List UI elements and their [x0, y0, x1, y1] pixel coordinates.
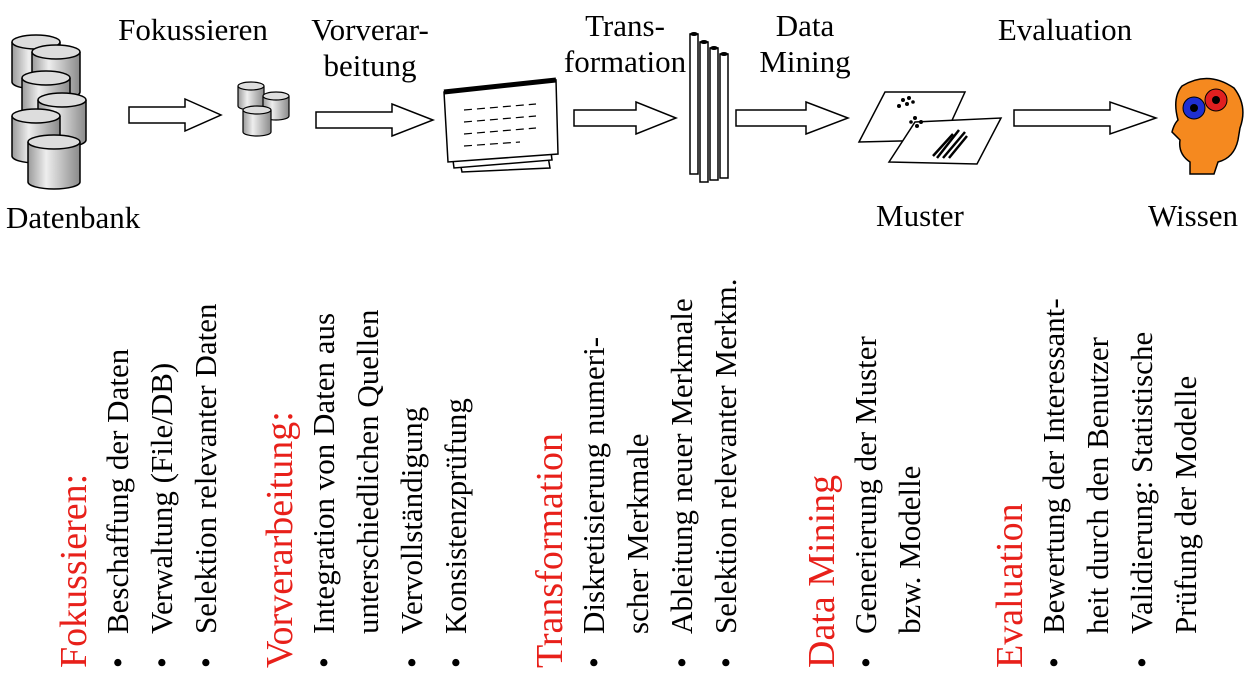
bullet-text: Ableitung neuer Merkmale: [664, 298, 699, 634]
bullet-icon: •: [306, 657, 341, 668]
bullet-icon: •: [144, 657, 179, 668]
bullet-icon: •: [100, 657, 135, 668]
step-label-vorverarbeitung: Vorverar-beitung: [311, 12, 429, 83]
detail-column-1: Vorverarbeitung: • Integration von Daten a…: [258, 248, 473, 668]
pattern-icon: [857, 91, 1003, 165]
blue-gear-icon: [1182, 96, 1206, 120]
detail-heading: Evaluation: [989, 503, 1031, 668]
step-label-evaluation: Evaluation: [997, 12, 1133, 47]
bullet-icon: •: [188, 657, 223, 668]
bullet-icon: •: [1036, 657, 1071, 668]
bullet-icon: •: [438, 657, 473, 668]
bullet-text: Generierung der Muster: [848, 336, 883, 634]
bullet-text: Vervollständigung: [394, 406, 429, 634]
bullet-text: Selektion relevanter Daten: [188, 303, 223, 634]
detail-heading: Fokussieren:: [53, 473, 95, 668]
bullet-item: • Generierung der Muster: [844, 336, 888, 668]
bullet-item: • Selektion relevanter Daten: [184, 303, 228, 668]
bullet-continuation: scher Merkmale: [616, 278, 660, 668]
bullet-text: heit durch den Benutzer: [1080, 337, 1115, 634]
detail-heading: Vorverarbeitung:: [259, 411, 301, 668]
bullet-item: • Vervollständigung: [390, 309, 434, 668]
detail-text-block: Vorverarbeitung: • Integration von Daten a…: [258, 309, 478, 668]
arrow-icon: [128, 97, 223, 133]
arrow-icon: [573, 100, 679, 136]
bullet-item: • Bewertung der Interessant-: [1032, 298, 1076, 668]
bullet-icon: •: [708, 657, 743, 668]
red-gear-icon: [1204, 88, 1228, 112]
arrow-icon: [315, 102, 436, 138]
bullet-icon: •: [664, 657, 699, 668]
bullet-text: Konsistenzprüfung: [438, 398, 473, 634]
detail-column-4: Evaluation • Bewertung der Interessant-hei…: [988, 248, 1203, 668]
bullet-text: Integration von Daten aus: [306, 312, 341, 634]
bullet-continuation: Prüfung der Modelle: [1164, 298, 1208, 668]
bullet-icon: •: [576, 657, 611, 668]
bullet-item: • Validierung: Statistische: [1120, 298, 1164, 668]
bullet-text: Bewertung der Interessant-: [1036, 298, 1071, 634]
bullet-text: Validierung: Statistische: [1124, 331, 1159, 634]
detail-column-0: Fokussieren: • Beschaffung der Daten • Verwa…: [52, 248, 223, 668]
detail-heading: Data Mining: [801, 474, 843, 668]
detail-column-2: Transformation • Diskretisierung numeri-sc…: [528, 248, 743, 668]
node-label-muster: Muster: [876, 198, 964, 233]
bullet-item: • Diskretisierung numeri-: [572, 278, 616, 668]
detail-column-3: Data Mining • Generierung der Muster bzw. M…: [800, 248, 927, 668]
bullet-text: bzw. Modelle: [892, 465, 927, 634]
bullet-icon: •: [1124, 657, 1159, 668]
bullet-text: Diskretisierung numeri-: [576, 336, 611, 634]
arrow-icon: [735, 100, 851, 136]
bullet-item: • Konsistenzprüfung: [434, 309, 478, 668]
arrow-icon: [1013, 100, 1159, 136]
bullet-continuation: bzw. Modelle: [888, 336, 932, 668]
transformation-columns-icon: [689, 32, 729, 183]
bullet-icon: •: [848, 657, 883, 668]
step-label-transformation: Trans-formation: [563, 8, 687, 79]
bullet-continuation: heit durch den Benutzer: [1076, 298, 1120, 668]
bullet-text: Selektion relevanter Merkm.: [708, 278, 743, 634]
bullet-text: unterschiedlichen Quellen: [350, 309, 385, 634]
bullet-icon: •: [394, 657, 429, 668]
small-database-icon: [237, 81, 290, 137]
bullet-text: Verwaltung (File/DB): [144, 362, 179, 634]
bullet-text: scher Merkmale: [620, 433, 655, 634]
head-icon: [1171, 77, 1244, 175]
detail-text-block: Evaluation • Bewertung der Interessant-hei…: [988, 298, 1208, 668]
bullet-item: • Ableitung neuer Merkmale: [660, 278, 704, 668]
data-sheets-icon: [443, 77, 559, 173]
bullet-item: • Selektion relevanter Merkm.: [704, 278, 748, 668]
bullet-text: Beschaffung der Daten: [100, 348, 135, 634]
bullet-item: • Verwaltung (File/DB): [140, 303, 184, 668]
bullet-continuation: unterschiedlichen Quellen: [346, 309, 390, 668]
node-label-datenbank: Datenbank: [6, 200, 141, 235]
bullet-item: • Integration von Daten aus: [302, 309, 346, 668]
detail-text-block: Data Mining • Generierung der Muster bzw. M…: [800, 336, 932, 668]
step-label-fokussieren: Fokussieren: [118, 12, 268, 47]
detail-text-block: Transformation • Diskretisierung numeri-sc…: [528, 278, 748, 668]
node-label-wissen: Wissen: [1148, 198, 1239, 233]
bullet-item: • Beschaffung der Daten: [96, 303, 140, 668]
database-icon: [11, 34, 87, 190]
bullet-text: Prüfung der Modelle: [1168, 375, 1203, 634]
detail-heading: Transformation: [529, 432, 571, 668]
detail-text-block: Fokussieren: • Beschaffung der Daten • Verwa…: [52, 303, 228, 668]
